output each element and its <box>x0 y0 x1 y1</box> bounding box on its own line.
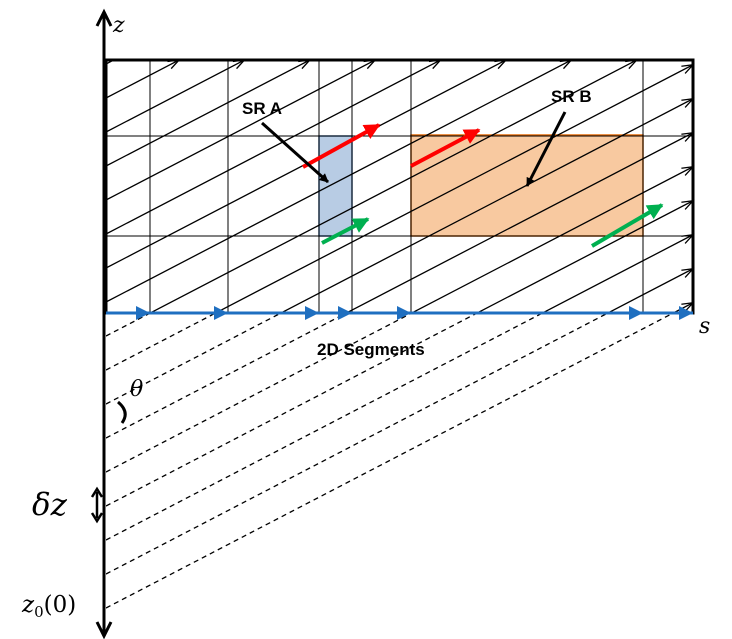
red-arrow-sr-b <box>410 128 481 168</box>
sr-a-label: SR A <box>242 99 282 118</box>
track-arrowhead <box>167 59 181 70</box>
track-line <box>106 60 312 167</box>
dashed-track <box>106 313 610 575</box>
track-arrowhead <box>681 63 695 74</box>
dashed-track <box>106 0 693 98</box>
z-axis-arrow-bottom <box>95 621 113 639</box>
segment-arrows <box>136 306 693 320</box>
segments-label: 2D Segments <box>317 340 425 359</box>
segment-arrowhead <box>629 306 643 320</box>
z-axis-label: z <box>112 13 125 38</box>
green-arrow-sr-b <box>590 203 664 248</box>
segment-arrowhead <box>679 306 693 320</box>
z-axis-arrow-top <box>95 8 113 27</box>
track-line <box>106 60 116 65</box>
dz-label: δz <box>32 487 68 523</box>
track-arrowhead <box>681 267 695 278</box>
track-line <box>106 60 508 269</box>
dashed-track <box>106 0 693 64</box>
s-axis-label: s <box>699 314 710 339</box>
segment-arrowhead <box>136 306 150 320</box>
track-arrowhead <box>494 59 508 70</box>
segment-arrowhead <box>397 306 411 320</box>
dashed-track <box>106 313 283 405</box>
edge-arrowheads <box>167 59 695 312</box>
sr-a-callout-arrow <box>261 121 329 184</box>
track-line <box>541 234 693 313</box>
track-line <box>106 0 693 30</box>
sr-b-callout-arrow <box>525 111 567 187</box>
track-arrowhead <box>681 199 695 210</box>
dashed-track <box>106 0 693 30</box>
theta-label: θ <box>130 377 143 402</box>
track-line <box>106 60 377 201</box>
segment-arrowhead <box>214 306 228 320</box>
grid-lines <box>106 60 693 313</box>
red-arrow-sr-a <box>302 123 381 169</box>
track-line <box>344 132 693 313</box>
track-arrowhead <box>559 59 574 70</box>
segment-arrowhead <box>305 306 319 320</box>
track-arrowhead <box>681 97 695 108</box>
track-arrowhead <box>363 59 377 70</box>
track-line <box>106 60 443 235</box>
track-arrowhead <box>681 233 695 244</box>
track-line <box>410 166 693 313</box>
dashed-track <box>106 313 675 609</box>
track-line <box>148 60 639 313</box>
dashed-track <box>106 0 693 132</box>
z0-label: z0(0) <box>21 592 76 621</box>
dashed-track <box>106 313 414 473</box>
track-arrowhead <box>298 59 312 70</box>
track-arrowhead <box>681 165 695 176</box>
track-line <box>106 60 181 99</box>
dashed-track <box>106 313 218 371</box>
track-line <box>106 60 573 303</box>
track-arrowhead <box>681 131 695 142</box>
dashed-track <box>106 313 348 439</box>
segment-arrowhead <box>338 306 352 320</box>
track-arrowhead <box>232 59 247 70</box>
theta-angle-mark <box>116 400 127 424</box>
sr-b-label: SR B <box>551 87 592 106</box>
dashed-track <box>106 313 479 507</box>
track-arrowhead <box>681 301 695 312</box>
track-line <box>214 64 693 313</box>
green-arrow-sr-a <box>321 217 370 245</box>
dz-double-arrow <box>90 486 104 524</box>
dashed-tracks <box>106 0 693 609</box>
track-line <box>279 98 693 313</box>
track-line <box>106 60 246 133</box>
track-line <box>475 200 693 313</box>
dashed-track <box>106 313 544 541</box>
track-arrowhead <box>428 59 443 70</box>
solid-tracks <box>106 0 693 313</box>
track-arrowhead <box>625 59 639 70</box>
